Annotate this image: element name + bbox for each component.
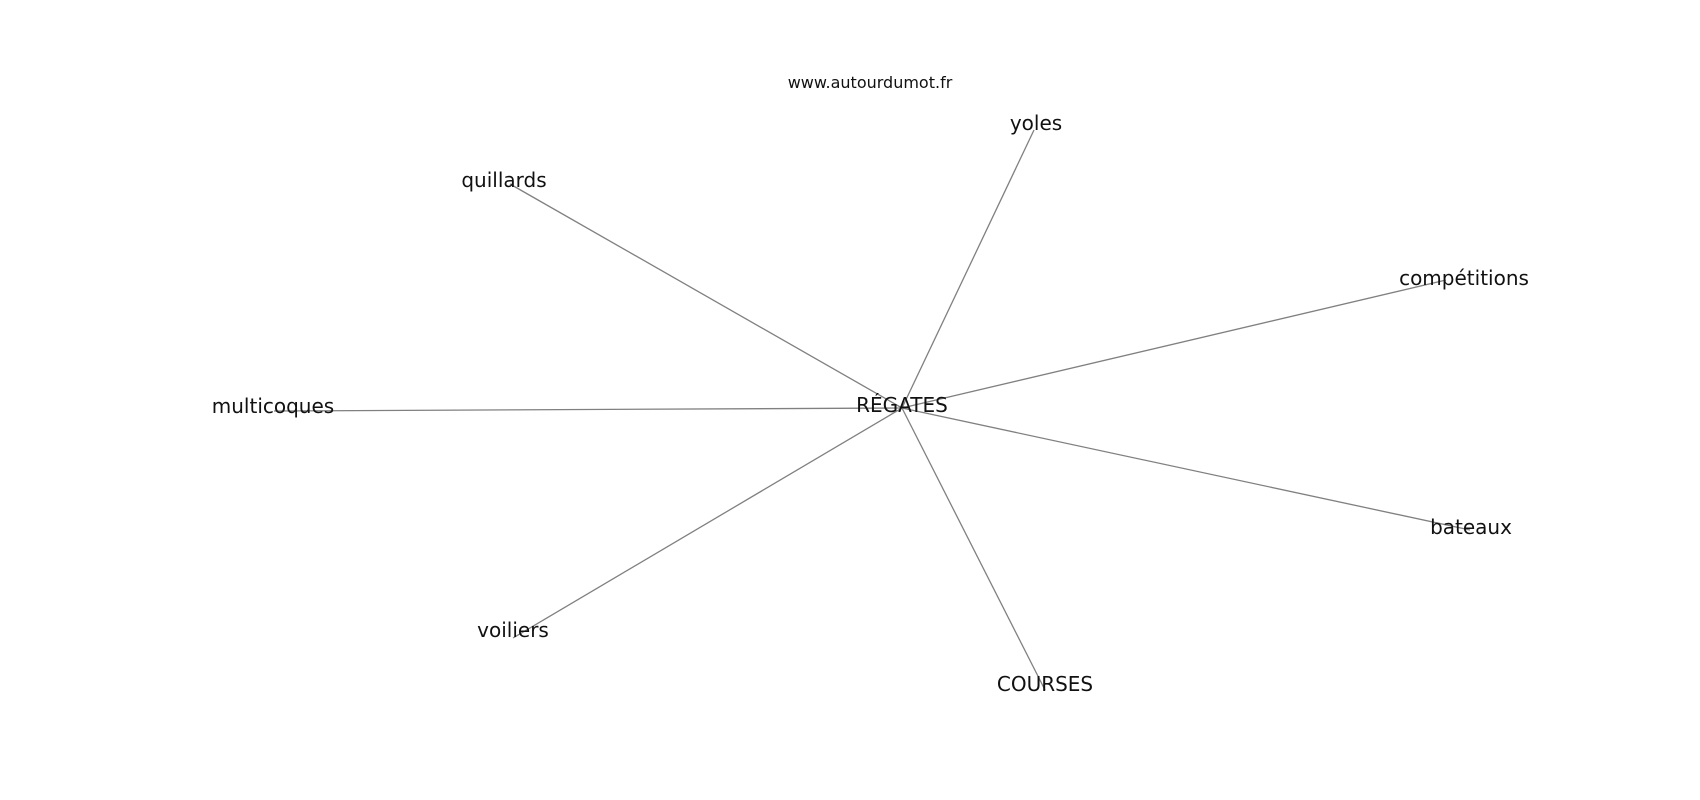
node-multicoques[interactable]: multicoques: [212, 394, 334, 418]
graph-nodes: RÉGATES yoles quillards compétitions mul…: [212, 111, 1529, 696]
edge-regates-bateaux: [901, 407, 1471, 531]
node-yoles[interactable]: yoles: [1010, 111, 1062, 135]
node-competitions[interactable]: compétitions: [1399, 266, 1529, 290]
node-quillards[interactable]: quillards: [461, 168, 546, 192]
node-regates[interactable]: RÉGATES: [856, 393, 948, 417]
node-voiliers[interactable]: voiliers: [477, 618, 549, 642]
graph-edges: [273, 129, 1471, 691]
edge-regates-quillards: [509, 183, 903, 409]
edge-regates-courses: [901, 407, 1046, 691]
node-courses[interactable]: COURSES: [997, 672, 1093, 696]
site-watermark[interactable]: www.autourdumot.fr: [788, 73, 953, 92]
edge-regates-competitions: [901, 279, 1447, 409]
edge-regates-multicoques: [273, 407, 903, 412]
edge-regates-yoles: [901, 129, 1035, 409]
edge-regates-voiliers: [512, 407, 903, 639]
node-bateaux[interactable]: bateaux: [1430, 515, 1512, 539]
